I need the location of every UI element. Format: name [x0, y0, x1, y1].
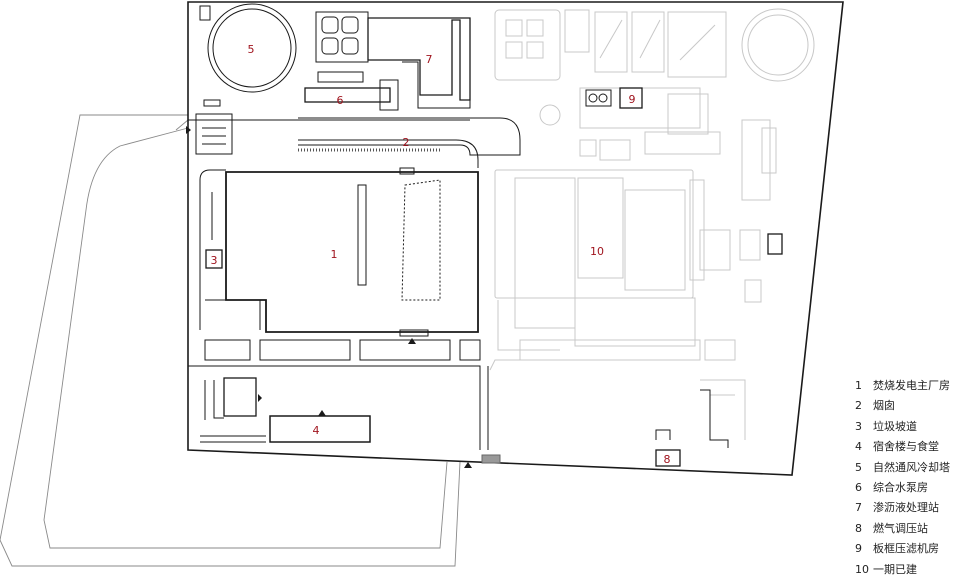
site-boundary [187, 1, 844, 476]
label-6: 6 [337, 94, 344, 107]
legend: 1 焚烧发电主厂房 2 烟囱 3 垃圾坡道 4 宿舍楼与食堂 5 自然通风冷却塔 6 综合水… [855, 376, 950, 580]
legend-text: 自然通风冷却塔 [873, 460, 950, 474]
legend-text: 烟囱 [873, 399, 895, 413]
legend-item: 7 渗沥液处理站 [855, 498, 950, 518]
main-plant [225, 171, 479, 333]
label-3: 3 [211, 254, 218, 267]
legend-number: 9 [855, 542, 862, 556]
markers [186, 126, 472, 468]
label-9: 9 [629, 93, 636, 106]
label-8: 8 [664, 453, 671, 466]
legend-text: 垃圾坡道 [873, 419, 917, 433]
existing-facilities [489, 8, 815, 440]
legend-item: 1 焚烧发电主厂房 [855, 376, 950, 396]
legend-text: 板框压滤机房 [873, 542, 939, 556]
legend-number: 2 [855, 399, 862, 413]
legend-text: 一期已建 [873, 562, 917, 576]
label-4: 4 [313, 424, 320, 437]
legend-number: 4 [855, 440, 862, 454]
legend-number: 7 [855, 501, 862, 515]
legend-text: 渗沥液处理站 [873, 501, 939, 515]
legend-item: 9 板框压滤机房 [855, 539, 950, 559]
legend-item: 3 垃圾坡道 [855, 417, 950, 437]
label-10: 10 [590, 245, 604, 258]
legend-item: 4 宿舍楼与食堂 [855, 437, 950, 457]
legend-number: 3 [855, 419, 862, 433]
legend-text: 宿舍楼与食堂 [873, 440, 939, 454]
legend-number: 6 [855, 480, 862, 494]
legend-number: 10 [855, 562, 869, 576]
legend-number: 1 [855, 379, 862, 392]
legend-item: 5 自然通风冷却塔 [855, 458, 950, 478]
label-1: 1 [331, 248, 338, 261]
legend-text: 焚烧发电主厂房 [873, 379, 950, 392]
cooling-tower [207, 3, 297, 93]
legend-item: 8 燃气调压站 [855, 519, 950, 539]
legend-number: 5 [855, 460, 862, 474]
label-2: 2 [403, 136, 410, 149]
label-7: 7 [426, 53, 433, 66]
access-road [0, 114, 461, 567]
legend-item: 6 综合水泵房 [855, 478, 950, 498]
legend-text: 综合水泵房 [873, 480, 928, 494]
legend-number: 8 [855, 521, 862, 535]
legend-text: 燃气调压站 [873, 521, 928, 535]
building-labels: 1 2 3 4 5 6 7 8 9 10 [211, 43, 671, 466]
legend-item: 2 烟囱 [855, 396, 950, 416]
label-5: 5 [248, 43, 255, 56]
legend-item: 10 一期已建 [855, 560, 950, 580]
